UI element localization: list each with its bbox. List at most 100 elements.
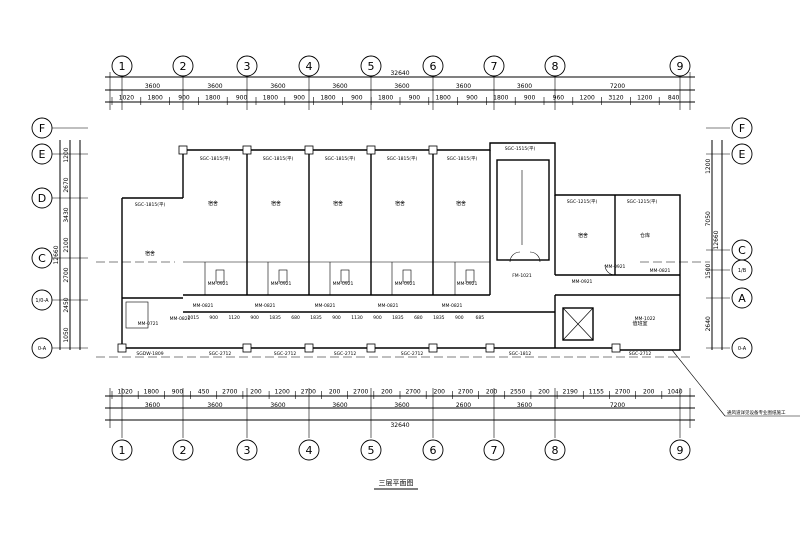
corridor-dim-8: 1130 — [351, 315, 363, 321]
bottom-bay-dim-6: 3600 — [517, 402, 532, 409]
top-detail-dim-11: 1800 — [436, 95, 451, 102]
columns — [117, 145, 621, 353]
axis-bubble-right-1-B-label: 1/B — [738, 268, 747, 274]
axis-bubble-top-4: 4 — [298, 55, 320, 77]
door-label-14: MM-1022 — [635, 316, 656, 322]
axis-bubble-bottom-8-label: 8 — [552, 444, 559, 457]
top-bay-dim-3: 3600 — [332, 83, 347, 90]
left-dim-5: 2450 — [63, 297, 70, 312]
left-dim-3: 2100 — [63, 237, 70, 252]
axis-bubble-left-F: F — [31, 117, 53, 139]
door-label-1: MM-0921 — [271, 281, 292, 287]
window-bottom-6: SGC-2712 — [629, 351, 652, 357]
axis-bubble-right-0-A: 0-A — [731, 337, 753, 359]
room-label-2: 宿舍 — [271, 200, 281, 207]
bottom-detail-dim-4: 2700 — [222, 389, 237, 396]
corridor-dim-11: 680 — [414, 315, 423, 321]
window-top-3: SGC-1815(平) — [387, 156, 418, 162]
axis-bubble-left-C: C — [31, 247, 53, 269]
window-labels: SGC-1815(平)SGC-1815(平)SGC-1815(平)SGC-181… — [135, 146, 658, 357]
window-top-1: SGC-1815(平) — [263, 156, 294, 162]
left-dimension-block: 12660 — [53, 140, 81, 350]
axis-bubble-bottom-4-label: 4 — [306, 444, 313, 457]
bottom-detail-dim-21: 1040 — [667, 389, 682, 396]
axis-bubble-right-A: A — [731, 287, 753, 309]
room-label-1: 宿舍 — [208, 200, 218, 207]
top-detail-dim-7: 1800 — [320, 95, 335, 102]
bottom-bay-dim-0: 3600 — [145, 402, 160, 409]
bottom-detail-dim-17: 2190 — [563, 389, 578, 396]
corridor-dim-2: 1120 — [228, 315, 240, 321]
door-label-6: MM-0821 — [255, 303, 276, 309]
door-label-11: FM-1021 — [512, 273, 532, 279]
axis-bubble-bottom-2: 2 — [172, 439, 194, 461]
window-bottom-0: SGDW-1809 — [136, 351, 163, 357]
top-bay-dim-6: 3600 — [517, 83, 532, 90]
bottom-bay-dim-1: 3600 — [207, 402, 222, 409]
top-detail-dim-13: 1800 — [493, 95, 508, 102]
bottom-detail-dim-18: 1155 — [589, 389, 604, 396]
bottom-detail-dim-2: 900 — [172, 389, 184, 396]
top-detail-dim-2: 900 — [178, 95, 190, 102]
bottom-detail-dim-19: 2700 — [615, 389, 630, 396]
door-label-9: MM-0821 — [442, 303, 463, 309]
bottom-detail-dim-1: 1800 — [144, 389, 159, 396]
bottom-detail-dim-20: 200 — [643, 389, 655, 396]
axis-bubble-top-9: 9 — [669, 55, 691, 77]
door-label-10: MM-0821 — [170, 316, 191, 322]
top-bay-dim-1: 3600 — [207, 83, 222, 90]
room-label-0: 宿舍 — [145, 250, 155, 257]
drawing-title: 三层平面图 — [379, 479, 414, 487]
axis-bubble-top-5-label: 5 — [368, 60, 375, 73]
axis-bubble-top-2-label: 2 — [180, 60, 187, 73]
window-bottom-1: SGC-2712 — [209, 351, 232, 357]
door-label-8: MM-0821 — [378, 303, 399, 309]
axis-bubble-left-E: E — [31, 143, 53, 165]
bottom-detail-dim-15: 2550 — [510, 389, 525, 396]
axis-bubble-right-C-label: C — [738, 244, 746, 257]
axis-bubble-top-6: 6 — [422, 55, 444, 77]
corridor-dim-3: 900 — [250, 315, 259, 321]
corridor-dim-4: 1835 — [269, 315, 281, 321]
bottom-bay-dim-5: 2600 — [456, 402, 471, 409]
door-label-15: MM-0721 — [138, 321, 159, 327]
top-detail-dim-15: 960 — [553, 95, 565, 102]
bottom-detail-dim-5: 200 — [250, 389, 262, 396]
door-label-0: MM-0921 — [208, 281, 229, 287]
corridor-dim-14: 685 — [475, 315, 484, 321]
right-dim-2: 1500 — [705, 263, 712, 278]
bottom-detail-dim-10: 200 — [381, 389, 393, 396]
window-bottom-4: SGC-2712 — [401, 351, 424, 357]
top-bay-dim-2: 3600 — [270, 83, 285, 90]
axis-bubble-left-D: D — [31, 187, 53, 209]
room-label-5: 宿舍 — [456, 200, 466, 207]
axis-bubble-right-A-label: A — [738, 292, 746, 305]
top-detail-dim-12: 900 — [466, 95, 478, 102]
bottom-detail-dim-7: 2700 — [301, 389, 316, 396]
axis-bubble-right-F: F — [731, 117, 753, 139]
axis-bubble-top-8: 8 — [544, 55, 566, 77]
top-bay-dim-4: 3600 — [394, 83, 409, 90]
bottom-bay-dim-3: 3600 — [332, 402, 347, 409]
top-detail-dim-16: 1200 — [580, 95, 595, 102]
top-bay-dim-5: 3600 — [456, 83, 471, 90]
window-bottom-5: SGC-1812 — [509, 351, 532, 357]
top-total-dim: 32640 — [390, 70, 409, 77]
axis-bubble-bottom-4: 4 — [298, 439, 320, 461]
bottom-detail-dim-11: 2700 — [405, 389, 420, 396]
axis-bubble-bottom-1: 1 — [111, 439, 133, 461]
axis-bubble-right-1-B: 1/B — [731, 259, 753, 281]
top-detail-dim-1: 1800 — [148, 95, 163, 102]
axis-bubble-left-0-A: 0-A — [31, 337, 53, 359]
top-detail-dim-18: 1200 — [637, 95, 652, 102]
room-label-4: 宿舍 — [395, 200, 405, 207]
door-label-2: MM-0921 — [333, 281, 354, 287]
door-label-13: MM-0921 — [605, 264, 626, 270]
axis-bubble-left-F-label: F — [39, 122, 45, 135]
bottom-detail-dim-3: 450 — [198, 389, 210, 396]
bottom-detail-dim-6: 1200 — [275, 389, 290, 396]
axis-bubble-top-7: 7 — [483, 55, 505, 77]
